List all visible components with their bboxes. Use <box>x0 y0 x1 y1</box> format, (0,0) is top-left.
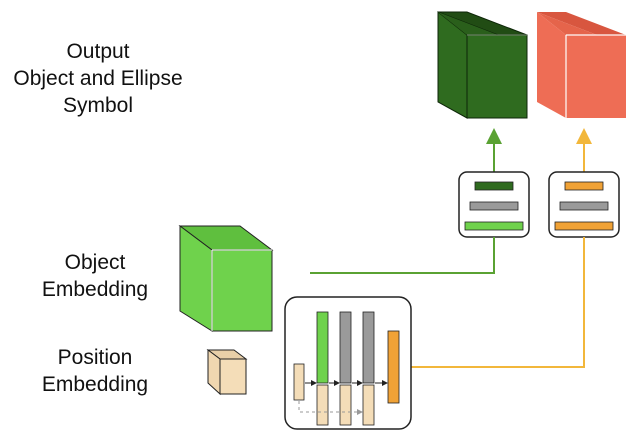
object-embedding-label-line-2: Embedding <box>41 278 149 301</box>
object-embedding-label: Object Embedding <box>20 249 170 303</box>
position-embedding-label: Position Embedding <box>20 344 170 398</box>
green-connector <box>310 237 495 274</box>
output-label: Output Object and Ellipse Symbol <box>0 38 196 119</box>
salmon-cube-icon <box>537 12 626 118</box>
position-embedding-label-line-2: Embedding <box>41 373 149 396</box>
peach-cube-icon <box>206 349 248 396</box>
output-label-line-3: Symbol <box>62 94 134 117</box>
light-green-cube-icon <box>178 225 274 332</box>
object-embedding-label-line-1: Object <box>64 251 126 274</box>
output-label-line-2: Object and Ellipse <box>13 67 183 90</box>
ellipse-head-box <box>548 171 620 238</box>
position-embedding-label-line-1: Position <box>57 346 133 369</box>
output-label-line-1: Output <box>66 40 130 63</box>
orange-connector <box>411 237 585 368</box>
dark-green-cube-icon <box>437 10 528 119</box>
object-head-box <box>458 171 530 238</box>
transformer-block <box>284 296 412 430</box>
